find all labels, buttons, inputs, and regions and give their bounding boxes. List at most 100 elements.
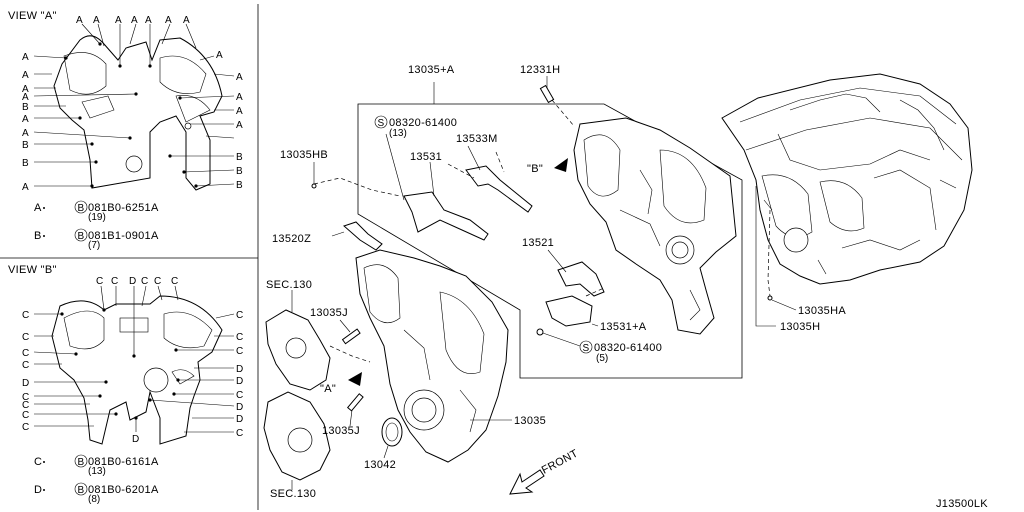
view-a-center-window (81, 95, 115, 119)
view-b-left-letter: C (22, 360, 29, 371)
view-a-right-letter: A (216, 50, 223, 61)
leader-13520z (331, 231, 345, 237)
view-b-right-letter: C (236, 428, 243, 439)
view-b-left-letter: D (22, 378, 29, 389)
legend-qty-d: (8) (88, 494, 100, 505)
legend-code-d: 081B0-6201A (88, 484, 159, 496)
leader-13531a (591, 323, 599, 327)
view-b-left-letter: C (22, 422, 29, 433)
view-b-top-letter: C (154, 276, 161, 287)
view-b-right-letter: D (236, 414, 243, 425)
view-a-top-letter: A (93, 15, 100, 26)
view-a-left-letter: A (22, 92, 29, 103)
view-a-top-letter: A (76, 15, 83, 26)
sec130-upper-pulley (285, 337, 307, 359)
view-b-right-letter: D (236, 376, 243, 387)
crank-oil-seal-inner (385, 422, 399, 442)
view-a-top-letter: A (115, 15, 122, 26)
legend-key-d: D (34, 484, 42, 496)
view-b-top-letter: D (129, 276, 136, 287)
view-a-left-letter: A (22, 70, 29, 81)
label-view-b-arrow: "B" (527, 163, 543, 175)
view-b-top-letter: C (141, 276, 148, 287)
view-a-legend-row-2: B B 081B1-0901A (7) (34, 228, 159, 251)
view-a-bolt-points (64, 42, 198, 188)
legend-code-c: 081B0-6161A (88, 456, 159, 468)
front-cover-left-opening (363, 264, 401, 324)
front-direction-arrow-icon (509, 469, 545, 495)
bolt-symbol-letter: B (78, 457, 85, 468)
rear-cover-foot (689, 289, 701, 321)
chain-guide-13531 (403, 191, 489, 241)
view-a-left-window (63, 52, 107, 95)
dash-sec130-top (329, 345, 371, 363)
view-b-right-letter: D (236, 402, 243, 413)
view-b-bolt-points (60, 308, 180, 420)
label-12331h: 12331H (520, 64, 560, 76)
label-13035h: 13035H (780, 321, 820, 333)
view-a-top-letter: A (131, 15, 138, 26)
leader-13035j-top (339, 319, 351, 333)
chain-guide-13533m (465, 165, 533, 213)
rear-cover-left-opening (583, 134, 621, 197)
label-13035: 13035 (514, 415, 546, 427)
front-cover-ribs (403, 329, 477, 433)
view-a-right-letter: A (236, 72, 243, 83)
legend-qty-a: (19) (88, 212, 106, 223)
bolt-13035j-bottom (346, 393, 364, 412)
label-13521: 13521 (522, 237, 554, 249)
bolt-symbol-icon (74, 200, 88, 214)
view-b-left-letter: C (22, 392, 29, 403)
legend-key-c: C (34, 456, 42, 468)
legend-key-a: A (34, 202, 42, 214)
label-08320-bottom-qty: (5) (596, 353, 608, 364)
view-a-cover-outline (53, 35, 223, 191)
sec130-lower-pulley (287, 427, 313, 453)
view-a-top-letter: A (183, 15, 190, 26)
crank-oil-seal-13042 (381, 417, 403, 447)
view-a-right-channel (175, 95, 211, 123)
label-sec130-top: SEC.130 (266, 279, 312, 291)
bolt-13035j-top (341, 328, 361, 345)
legend-code-b: 081B1-0901A (88, 230, 159, 242)
dash-12331h (551, 99, 575, 127)
engine-block-illustration (721, 73, 973, 285)
dash-chain-guides (447, 151, 505, 179)
view-b-round-opening (143, 367, 169, 393)
view-b-top-letter: C (171, 276, 178, 287)
view-b-legend-row-1: C B 081B0-6161A (13) (34, 454, 159, 477)
dowel-pin-12331h (539, 84, 555, 104)
label-front: FRONT (540, 448, 580, 477)
view-a-right-letter: B (236, 152, 243, 163)
view-b-top-letter: C (96, 276, 103, 287)
view-a-hole (184, 122, 192, 130)
view-b-right-window (163, 311, 213, 349)
label-sec130-bottom: SEC.130 (270, 488, 316, 500)
leader-13042 (383, 445, 389, 459)
leader-13521 (547, 249, 567, 273)
label-13042: 13042 (364, 459, 396, 471)
view-a-pointer-icon (348, 372, 362, 386)
chain-tensioner-13521 (557, 261, 605, 297)
front-timing-cover-13035 (355, 249, 509, 463)
view-b-legend-row-2: D B 081B0-6201A (8) (34, 482, 159, 505)
dash-13035hb (313, 177, 401, 197)
bolt-symbol-icon (74, 228, 88, 242)
leader-13531 (429, 161, 435, 197)
view-a-right-window (159, 55, 207, 94)
view-a-left-letter: B (22, 158, 29, 169)
bolt-13035hb (311, 183, 317, 189)
view-b-leader-lines (33, 285, 235, 433)
view-b-right-letter: C (236, 390, 243, 401)
legend-code-a: 081B0-6251A (88, 202, 159, 214)
label-13035j-bottom: 13035J (322, 425, 360, 437)
rear-cover-round-port-inner (671, 241, 689, 259)
diagram-code: J13500LK (936, 498, 988, 510)
bolt-symbol-letter: B (78, 203, 85, 214)
view-a-right-letter: A (236, 92, 243, 103)
label-13531-a: 13531+A (600, 321, 647, 333)
leader-13035j-bottom (349, 409, 353, 427)
